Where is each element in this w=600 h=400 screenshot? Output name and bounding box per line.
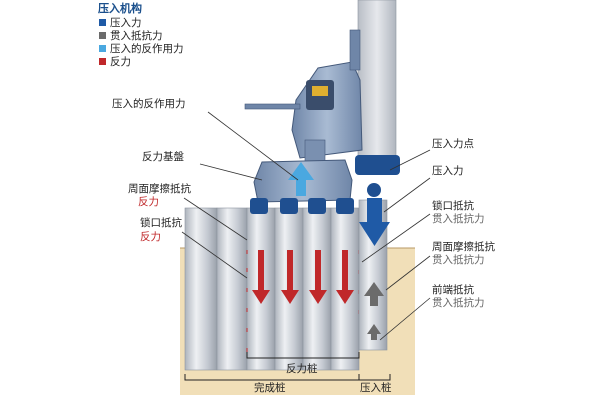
legend-swatch-penetration (99, 32, 106, 39)
label-side-friction-right-sub: 贯入抵抗力 (432, 253, 485, 266)
reaction-pile-bracket (246, 352, 360, 359)
label-lock-resistance-left: 锁口抵抗 (140, 216, 182, 229)
pressed-pile-bracket (358, 374, 391, 381)
label-tip-resistance-sub: 贯入抵抗力 (432, 296, 485, 309)
legend-title: 压入机构 (98, 1, 142, 15)
legend-label-penetration: 贯入抵抗力 (110, 29, 163, 42)
label-side-friction-left-sub: 反力 (138, 195, 159, 208)
label-reaction-pile: 反力桩 (286, 362, 318, 375)
label-press-point: 压入力点 (432, 137, 474, 150)
label-press-force: 压入力 (432, 164, 464, 177)
label-completed-pile: 完成桩 (254, 381, 286, 394)
penetration-arrow-side (364, 282, 384, 306)
legend-swatch-reaction (99, 58, 106, 65)
label-press-reaction: 压入的反作用力 (112, 97, 186, 110)
legend-label-reaction: 反力 (110, 55, 131, 68)
label-reaction-base: 反力基盤 (142, 150, 184, 163)
legend-label-press-reaction: 压入的反作用力 (110, 42, 184, 55)
reaction-arrows (252, 250, 354, 304)
label-pressed-pile: 压入桩 (360, 381, 392, 394)
label-side-friction-left: 周面摩擦抵抗 (128, 182, 191, 195)
legend-swatch-press (99, 19, 106, 26)
label-lock-resistance-right-sub: 贯入抵抗力 (432, 212, 485, 225)
label-tip-resistance: 前端抵抗 (432, 283, 474, 296)
press-force-arrow (359, 198, 390, 246)
press-reaction-arrow (288, 162, 314, 196)
legend-swatch-press-reaction (99, 45, 106, 52)
legend: 压入机构 压入力 贯入抵抗力 压入的反作用力 反力 (98, 1, 184, 68)
label-lock-resistance-left-sub: 反力 (140, 230, 161, 243)
machine-mast (357, 0, 397, 171)
legend-label-press: 压入力 (110, 16, 142, 29)
label-side-friction-right: 周面摩擦抵抗 (432, 240, 495, 253)
label-lock-resistance-right: 锁口抵抗 (432, 199, 474, 212)
completed-piles (184, 207, 360, 371)
penetration-arrow-tip (367, 324, 381, 340)
